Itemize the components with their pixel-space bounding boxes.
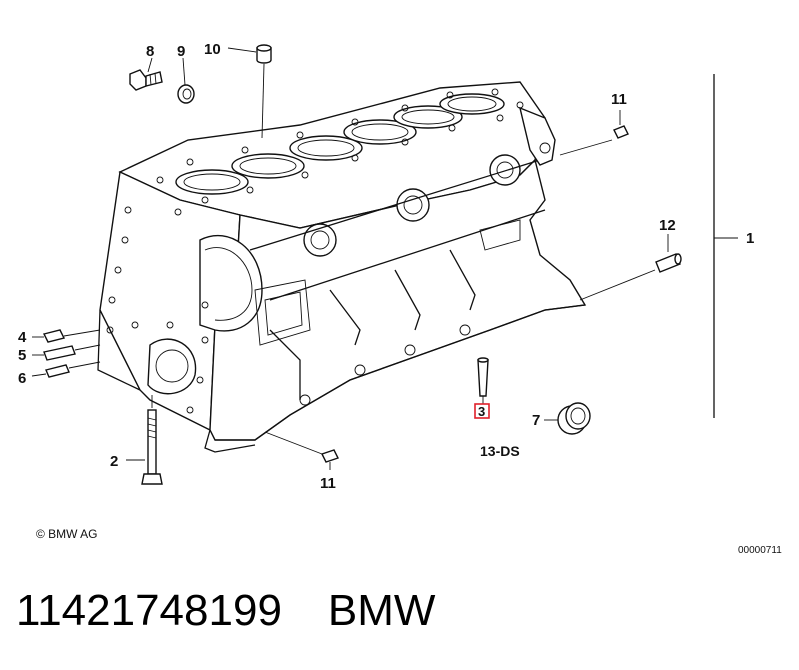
part-2-bolt	[141, 409, 163, 485]
part-9-ring	[177, 84, 195, 104]
part-11-dowel-bottom	[321, 449, 339, 463]
part-12-sleeve	[655, 253, 682, 273]
callout-4: 4	[18, 329, 27, 346]
cylinder-bores	[175, 93, 505, 195]
callout-11-top: 11	[611, 91, 627, 108]
part-6-dowel	[45, 364, 70, 378]
callout-3-highlight-box	[474, 403, 490, 419]
callout-3: 3	[478, 404, 485, 419]
part-5-dowel	[43, 345, 76, 361]
part-4-dowel	[42, 329, 66, 343]
part-8-bolt	[129, 69, 163, 91]
callout-8: 8	[146, 43, 154, 60]
callout-6: 6	[18, 370, 26, 387]
part-caption: 11421748199 BMW	[16, 586, 481, 636]
callout-5: 5	[18, 347, 26, 364]
callout-2: 2	[110, 453, 118, 470]
callout-12: 12	[659, 217, 676, 234]
part-3-pin	[477, 357, 489, 397]
side-ribs	[249, 154, 546, 406]
callout-9: 9	[177, 43, 185, 60]
callout-1: 1	[746, 230, 754, 247]
engine-block-diagram: 8 9 10 11 12 1 4 5 6 2 11 3 7 13-DS © BM…	[18, 41, 782, 556]
part-11-dowel-top	[613, 125, 629, 139]
part-7-seal	[557, 402, 591, 435]
leader-lines	[31, 47, 738, 470]
copyright-text: © BMW AG	[36, 527, 98, 541]
part-number: 11421748199	[16, 586, 282, 635]
callout-7: 7	[532, 412, 540, 429]
part-10-sleeve	[256, 44, 272, 64]
engine-block	[97, 81, 587, 453]
callout-10: 10	[204, 41, 221, 58]
deck-bolt-holes	[156, 88, 524, 204]
callout-11-bottom: 11	[320, 475, 336, 492]
drawing-number: 00000711	[738, 545, 782, 556]
front-face-holes	[106, 206, 209, 414]
variant-code: 13-DS	[480, 443, 520, 459]
brand-name: BMW	[327, 586, 436, 635]
